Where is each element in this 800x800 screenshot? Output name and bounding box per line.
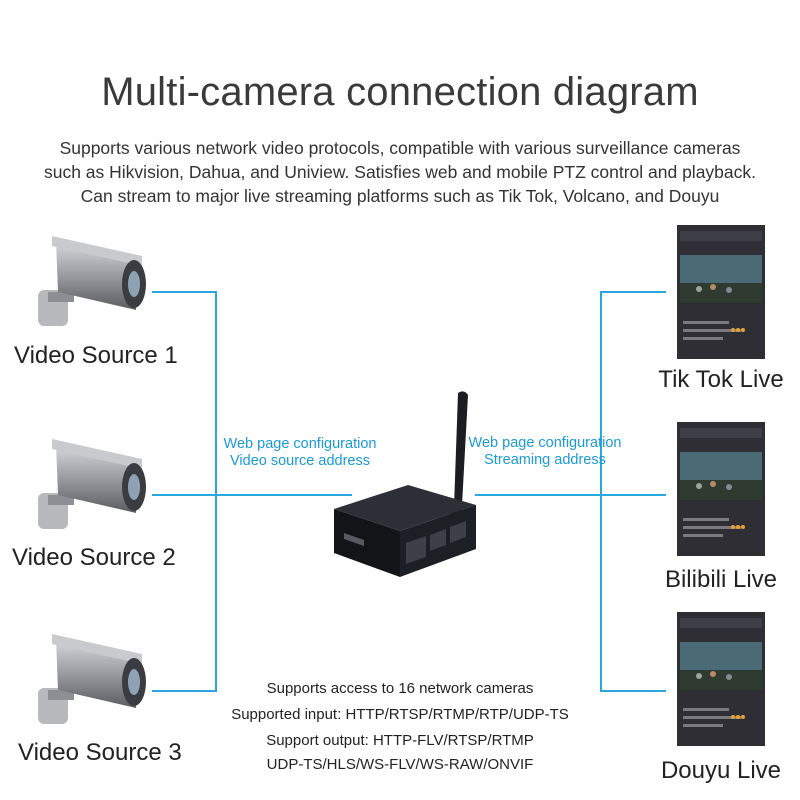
video-source-1-label: Video Source 1 <box>14 342 178 369</box>
streaming-device-icon <box>334 391 476 577</box>
cctv-camera-icon <box>38 236 146 326</box>
left-annotation: Web page configuration Video source addr… <box>210 436 390 470</box>
spec-line-2: Supported input: HTTP/RTSP/RTMP/RTP/UDP-… <box>231 706 569 723</box>
phone-screen-icon <box>677 225 765 359</box>
cctv-camera-icon <box>38 634 146 724</box>
spec-line-3: Support output: HTTP-FLV/RTSP/RTMP <box>266 732 534 749</box>
phone-screen-icon <box>677 612 765 746</box>
douyu-live-label: Douyu Live <box>660 757 782 784</box>
phone-screen-icon <box>677 422 765 556</box>
spec-line-4: UDP-TS/HLS/WS-FLV/WS-RAW/ONVIF <box>266 756 534 773</box>
video-source-3-label: Video Source 3 <box>18 739 182 766</box>
page-title: Multi-camera connection diagram <box>101 70 699 114</box>
subtitle-line-2: such as Hikvision, Dahua, and Uniview. S… <box>43 162 757 182</box>
right-annotation: Web page configuration Streaming address <box>455 435 635 469</box>
bilibili-live-label: Bilibili Live <box>664 566 778 593</box>
subtitle-line-1: Supports various network video protocols… <box>59 138 741 158</box>
right-annotation-line-1: Web page configuration <box>468 435 622 451</box>
video-source-2-label: Video Source 2 <box>12 544 176 571</box>
right-annotation-line-2: Streaming address <box>484 452 606 468</box>
left-annotation-line-2: Video source address <box>230 453 370 469</box>
tiktok-live-label: Tik Tok Live <box>658 366 784 393</box>
cctv-camera-icon <box>38 439 146 529</box>
left-annotation-line-1: Web page configuration <box>223 436 377 452</box>
subtitle-line-3: Can stream to major live streaming platf… <box>80 186 720 206</box>
spec-line-1: Supports access to 16 network cameras <box>266 680 534 697</box>
